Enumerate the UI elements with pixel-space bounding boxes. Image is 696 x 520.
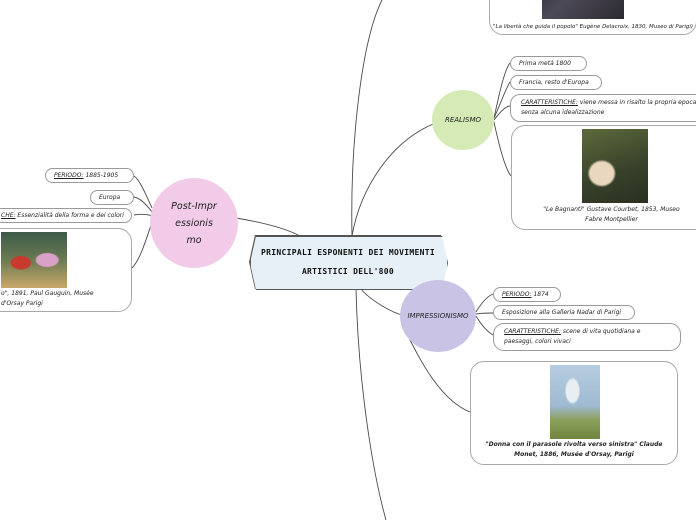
realismo-period: Prima metà 1800 bbox=[510, 56, 587, 71]
post-place: Europa bbox=[90, 190, 134, 205]
post-impressionismo-node[interactable]: Post-Impressionismo bbox=[150, 178, 238, 268]
post-characteristics: CHE: Essenzialità della forma e dei colo… bbox=[0, 208, 132, 223]
monet-caption: "Donna con il parasole rivolta verso sin… bbox=[485, 441, 663, 458]
impressionismo-label: IMPRESSIONISMO bbox=[407, 312, 469, 320]
gauguin-card: o", 1891, Paul Gauguin, Musée d'Orsay Pa… bbox=[0, 228, 132, 312]
gauguin-caption: o", 1891, Paul Gauguin, Musée d'Orsay Pa… bbox=[1, 290, 94, 307]
realismo-characteristics: CARATTERISTICHE: viene messa in risalto … bbox=[510, 94, 696, 122]
impressionismo-node[interactable]: IMPRESSIONISMO bbox=[400, 280, 476, 352]
courbet-caption: "Le Bagnanti" Gustave Courbet, 1853, Mus… bbox=[543, 206, 680, 223]
gauguin-painting bbox=[1, 232, 67, 288]
post-impressionismo-label: Post-Impressionismo bbox=[171, 200, 217, 246]
impressionismo-characteristics: CARATTERISTICHE: scene di vita quotidian… bbox=[493, 323, 681, 351]
delacroix-card: "La libertà che guida il popolo" Eugène … bbox=[489, 0, 696, 35]
impressionismo-period: PERIODO: 1874 bbox=[493, 287, 561, 302]
realismo-place: Francia, resto d'Europa bbox=[510, 75, 602, 90]
post-period: PERIODO: 1885-1905 bbox=[45, 168, 134, 183]
monet-card: "Donna con il parasole rivolta verso sin… bbox=[470, 361, 678, 465]
delacroix-caption: "La libertà che guida il popolo" Eugène … bbox=[492, 24, 694, 30]
courbet-painting bbox=[582, 129, 648, 203]
impressionismo-exhibition: Esposizione alla Galleria Nadar di Parig… bbox=[493, 305, 635, 320]
delacroix-painting bbox=[542, 0, 624, 19]
courbet-card: "Le Bagnanti" Gustave Courbet, 1853, Mus… bbox=[511, 125, 696, 230]
central-title: PRINCIPALI ESPONENTI DEI MOVIMENTI ARTIS… bbox=[261, 248, 435, 276]
realismo-node[interactable]: REALISMO bbox=[432, 90, 494, 150]
central-node[interactable] bbox=[250, 236, 448, 290]
realismo-label: REALISMO bbox=[444, 116, 482, 124]
monet-painting bbox=[550, 365, 600, 439]
